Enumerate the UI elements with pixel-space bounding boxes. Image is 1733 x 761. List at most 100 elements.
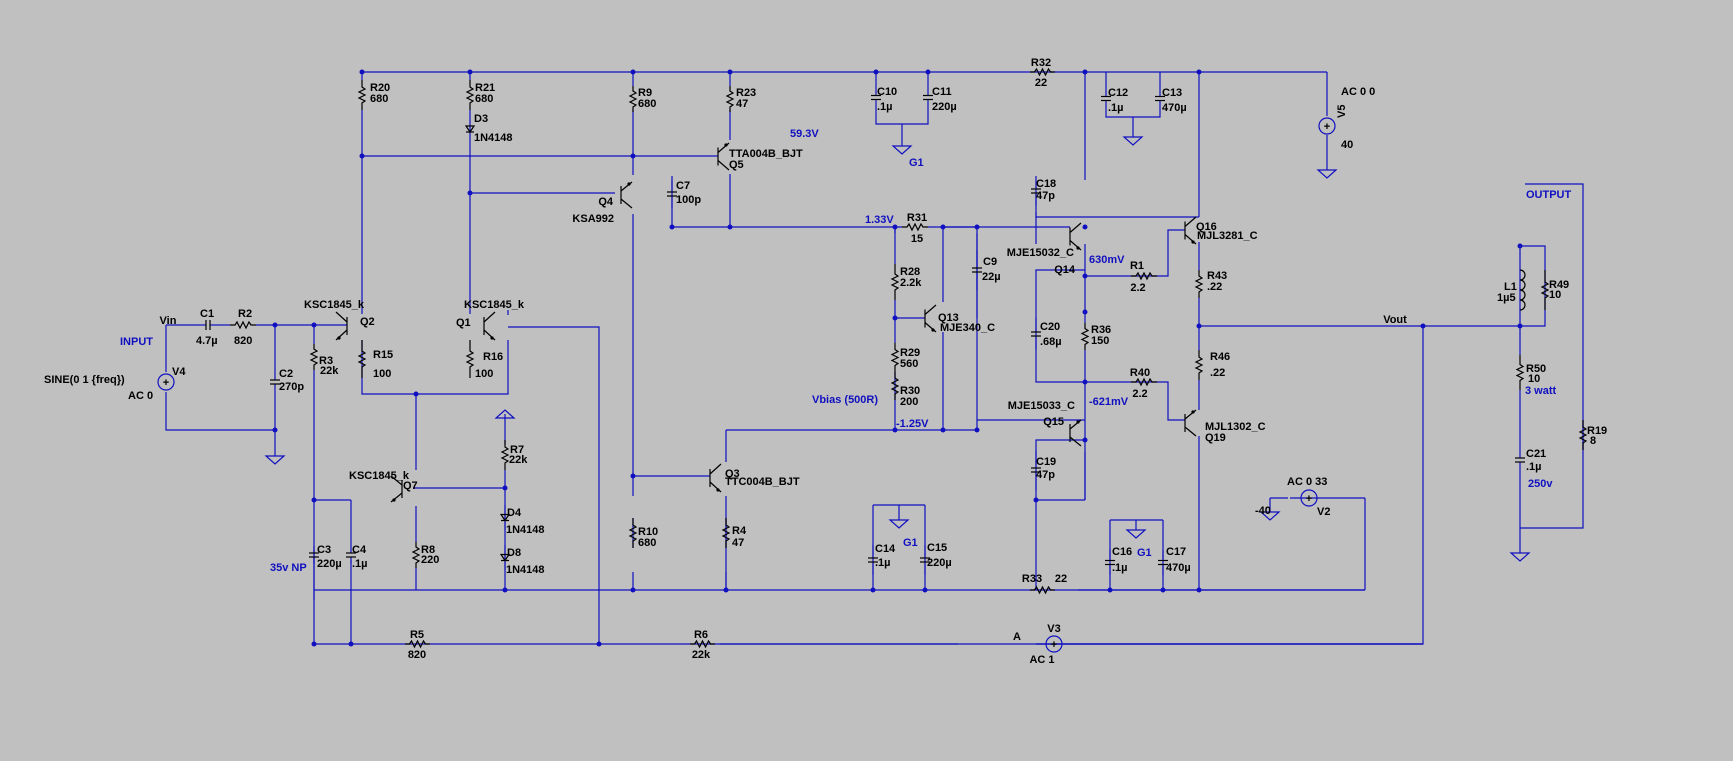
R49-resistor (1540, 270, 1550, 310)
Q13-collector (924, 304, 937, 315)
Q5-emitter (717, 160, 730, 171)
r10-value: 680 (638, 537, 656, 549)
c21-name: C21 (1526, 448, 1546, 460)
junction-dot (630, 587, 636, 593)
r6-name: R6 (694, 629, 708, 641)
r32-value: 22 (1035, 77, 1047, 89)
junction-dot (974, 427, 980, 433)
junction-dot (502, 587, 508, 593)
Q4-emitter (620, 198, 633, 209)
ground-label-g1-top: G1 (909, 157, 924, 169)
r19-name: R19 (1587, 425, 1607, 437)
V4-polarity: + (163, 377, 169, 389)
v4-value: SINE(0 1 {freq}) (44, 374, 125, 386)
junction-dot (1196, 323, 1202, 329)
v5-name: V5 (1336, 105, 1348, 118)
Q19-transistor (1184, 409, 1197, 437)
Q16-transistor (1184, 216, 1197, 245)
R1-resistor (1131, 271, 1157, 281)
V3-ring (1045, 635, 1063, 653)
ground-triangle (1122, 136, 1144, 146)
r2-name: R2 (238, 308, 252, 320)
R5-resistor (405, 639, 430, 649)
junction-dot (348, 641, 354, 647)
junction-dot (1082, 379, 1088, 385)
Q1-collector (483, 311, 496, 323)
q14-model: MJE15032_C (1007, 247, 1074, 259)
wire (1520, 183, 1584, 529)
c4-name: C4 (352, 544, 367, 556)
c17-value: 470µ (1166, 562, 1191, 574)
R10-zigzag (628, 518, 638, 548)
R19-zigzag (1578, 420, 1588, 450)
R32-resistor (1030, 67, 1055, 77)
junction-dot (892, 427, 898, 433)
junction-dot (630, 153, 636, 159)
R2-resistor (230, 320, 256, 330)
q15-model: MJE15033_C (1008, 400, 1075, 412)
q2-model: KSC1845_k (304, 299, 365, 311)
V2-source: + (1300, 489, 1318, 507)
r46-name: R46 (1210, 351, 1230, 363)
Q3-transistor (709, 463, 722, 493)
R30-resistor (890, 372, 900, 400)
C21-capacitor (1515, 445, 1525, 475)
ground-c12 (1122, 136, 1144, 146)
r15-value: 100 (373, 368, 391, 380)
Q2-collector (335, 311, 348, 323)
R20-zigzag (357, 80, 367, 110)
r21-name: R21 (475, 82, 495, 94)
junction-dot (1107, 587, 1113, 593)
C20-capacitor (1031, 318, 1041, 350)
r7-name: R7 (510, 444, 524, 456)
Q13-arrow (931, 328, 935, 332)
ground-triangle (891, 145, 913, 155)
R28-resistor (890, 264, 900, 300)
junction-dot (359, 153, 365, 159)
r15-name: R15 (373, 349, 393, 361)
ground-v2 (1259, 511, 1281, 521)
V3-source: + (1045, 635, 1063, 653)
ground-input (264, 455, 286, 465)
junction-dot (1196, 587, 1202, 593)
R43-resistor (1194, 270, 1204, 298)
r4-name: R4 (732, 525, 747, 537)
c12-name: C12 (1108, 87, 1128, 99)
Q13-transistor (924, 304, 937, 333)
Q19-arrow (1191, 410, 1195, 414)
r50-value: 10 (1528, 373, 1540, 385)
net-label-vin: Vin (160, 315, 177, 327)
R50-resistor (1515, 355, 1525, 390)
V4-source: + (157, 373, 175, 391)
R33-resistor (1030, 585, 1055, 595)
c9-value: 22µ (982, 271, 1001, 283)
R40-resistor (1131, 377, 1157, 387)
q13-name: Q13 (938, 312, 959, 324)
r28-value: 2.2k (900, 277, 922, 289)
r43-value: .22 (1207, 281, 1222, 293)
r49-name: R49 (1549, 279, 1569, 291)
wire (1036, 326, 1424, 645)
Q5-transistor (717, 142, 730, 171)
R1-zigzag (1131, 271, 1157, 281)
junction-dot (502, 485, 508, 491)
v2-name: V2 (1317, 506, 1330, 518)
junction-dot (1160, 587, 1166, 593)
c15-value: 220µ (927, 557, 952, 569)
D4-diode (499, 505, 511, 530)
ground-triangle (1125, 529, 1147, 539)
junction-dot (596, 641, 602, 647)
V5-ring (1318, 117, 1336, 135)
net-label-vout: Vout (1383, 314, 1407, 326)
c19-value: 47p (1036, 469, 1055, 481)
junction-dot (892, 315, 898, 321)
q14-name: Q14 (1054, 264, 1076, 276)
wire (165, 392, 275, 431)
R50-zigzag (1515, 355, 1525, 390)
R21-zigzag (465, 80, 475, 110)
Q14-transistor (1069, 222, 1082, 251)
junction-dot (1082, 69, 1088, 75)
q5-name: Q5 (729, 159, 744, 171)
q16-model: MJL3281_C (1197, 230, 1258, 242)
